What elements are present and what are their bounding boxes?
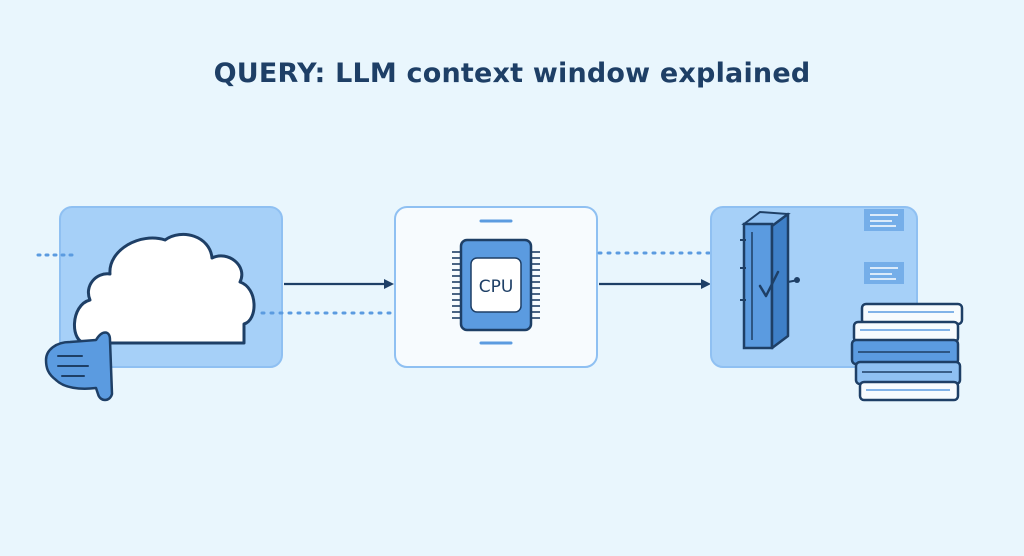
- hand-pointer-icon: [44, 331, 114, 402]
- books-icon: [850, 302, 964, 402]
- connector-cloud-to-cpu: [260, 279, 394, 315]
- connector-cpu-to-storage: [597, 251, 714, 289]
- cpu-node: CPU: [394, 206, 598, 368]
- cloud-node: [36, 206, 283, 402]
- note-lines-icon: [864, 209, 904, 284]
- upright-book-icon: [740, 210, 800, 350]
- cloud-icon: [73, 232, 256, 345]
- storage-node: [710, 206, 964, 402]
- cpu-label: CPU: [479, 277, 514, 297]
- diagram-title: QUERY: LLM context window explained: [213, 58, 811, 89]
